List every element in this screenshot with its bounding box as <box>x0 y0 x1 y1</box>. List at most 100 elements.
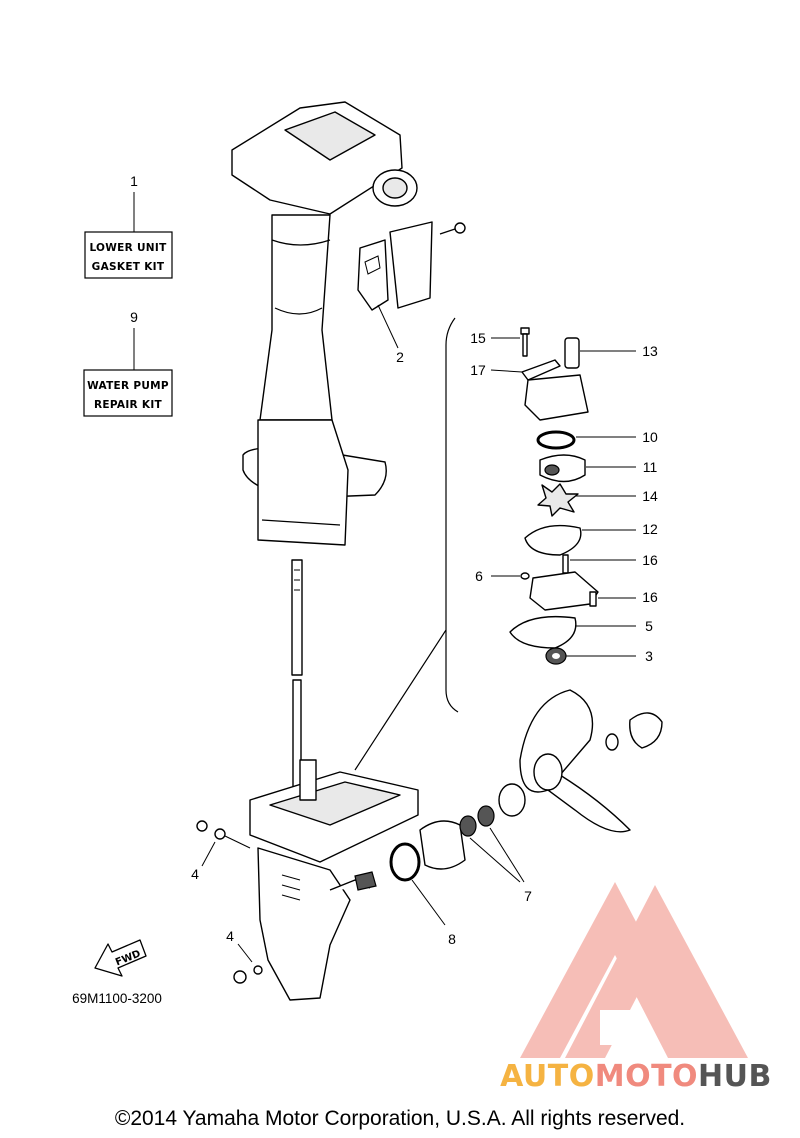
housing-rings <box>271 239 331 315</box>
propeller-nut <box>629 712 663 749</box>
seal-7a <box>459 815 477 837</box>
washer-4-upper <box>214 828 226 840</box>
gasket-5 <box>509 615 577 649</box>
bolt-4-lower <box>233 970 247 984</box>
shaft-splines <box>354 871 377 891</box>
propeller-washer <box>605 733 619 751</box>
pin-16-upper <box>562 554 569 574</box>
callout-6: 6 <box>475 568 483 584</box>
side-bracket-bolt-head <box>454 222 466 234</box>
watermark-part2: MOTO <box>595 1059 698 1094</box>
gear-case-body <box>257 847 351 1001</box>
leader-7b <box>489 827 525 883</box>
bolt-4-upper-axis <box>224 835 251 849</box>
callout-13: 13 <box>642 343 658 359</box>
seal-7b <box>477 805 495 827</box>
callout-14: 14 <box>642 488 658 504</box>
copyright-notice: ©2014 Yamaha Motor Corporation, U.S.A. A… <box>115 1107 685 1130</box>
leader-4a <box>201 841 216 867</box>
watermark-part3: HUB <box>698 1059 772 1094</box>
watermark-notch <box>600 1010 640 1045</box>
callout-5: 5 <box>645 618 653 634</box>
thrust-washer <box>498 783 526 817</box>
callout-2: 2 <box>396 349 404 365</box>
drive-shaft-upper <box>291 559 303 676</box>
side-bracket <box>389 221 433 309</box>
callout-12: 12 <box>642 521 658 537</box>
kit-1-line1: LOWER UNIT <box>89 242 167 254</box>
gear-case-top-recess <box>269 781 401 826</box>
callout-3: 3 <box>645 648 653 664</box>
watermark-logo <box>520 882 748 1058</box>
retainer-17 <box>521 359 561 381</box>
fwd-indicator: FWD <box>94 939 147 977</box>
impeller-14 <box>537 483 579 517</box>
drive-shaft-housing <box>259 214 333 421</box>
o-ring-8 <box>389 842 421 882</box>
kit-1-number: 1 <box>130 173 138 189</box>
leader-2 <box>377 304 399 349</box>
leader-4b <box>237 943 253 963</box>
propeller-assembly <box>389 689 663 926</box>
kit-9-number: 9 <box>130 309 138 325</box>
callout-16a: 16 <box>642 552 658 568</box>
diagram-code: 69M1100-3200 <box>72 991 162 1006</box>
water-pump-exploded <box>322 317 636 792</box>
callout-17: 17 <box>470 362 486 378</box>
leader-17 <box>490 369 523 373</box>
callout-16b: 16 <box>642 589 658 605</box>
mount-bracket-recess <box>284 111 376 161</box>
callout-8: 8 <box>448 931 456 947</box>
callout-4b: 4 <box>226 928 234 944</box>
drive-shaft-splines <box>294 569 300 591</box>
callout-7: 7 <box>524 888 532 904</box>
kit-water-pump-repair: 9 WATER PUMP REPAIR KIT <box>83 309 173 417</box>
skirt-line <box>261 519 341 526</box>
washer-4-lower <box>253 965 263 975</box>
callout-labels: 2 3 4 4 5 6 7 8 10 11 12 13 14 15 16 16 … <box>191 330 658 947</box>
leader-8 <box>411 879 446 926</box>
outer-plate-12 <box>524 524 582 556</box>
watermark-text: AUTOMOTOHUB <box>500 1059 772 1094</box>
watermark-triangle-left <box>520 882 708 1058</box>
leader-7a <box>469 837 521 883</box>
seal-6 <box>520 572 530 580</box>
bearing-3-bore <box>552 653 560 659</box>
water-tube-13 <box>564 337 580 369</box>
bolt-15-head <box>520 327 530 335</box>
kit-1-line2: GASKET KIT <box>92 261 165 273</box>
kit-9-box <box>83 369 173 417</box>
lower-housing-skirt <box>257 419 349 546</box>
callout-4a: 4 <box>191 866 199 882</box>
kit-9-line2: REPAIR KIT <box>94 399 163 411</box>
lower-gear-case <box>196 759 419 1001</box>
cover-plate-2-window <box>364 255 381 275</box>
gear-case-ribs <box>281 874 301 901</box>
bolt-4-upper <box>196 820 208 832</box>
o-ring-10 <box>536 430 576 450</box>
propeller-hub <box>533 753 563 791</box>
kit-lower-unit-gasket: 1 LOWER UNIT GASKET KIT <box>84 173 173 279</box>
callout-15: 15 <box>470 330 486 346</box>
pump-housing <box>524 374 589 421</box>
callout-11: 11 <box>643 459 658 475</box>
pin-16-lower <box>589 591 597 607</box>
pump-lower-case <box>529 571 599 611</box>
bearing-housing <box>419 820 466 870</box>
watermark-part1: AUTO <box>500 1059 595 1094</box>
drive-shaft <box>291 559 303 789</box>
fwd-arrow-icon <box>94 939 147 977</box>
callout-10: 10 <box>642 429 658 445</box>
insert-11-hole <box>544 464 560 476</box>
mount-boss-hole <box>382 177 408 199</box>
bracket-curve-bottom <box>445 630 459 713</box>
kit-1-box <box>84 231 173 279</box>
upper-casing <box>231 101 466 546</box>
shaft-boss <box>299 759 317 801</box>
cover-plate-2 <box>357 239 389 311</box>
bracket-curve-top <box>354 317 456 771</box>
bolt-15-shank <box>522 333 528 357</box>
kit-9-line1: WATER PUMP <box>87 380 169 392</box>
